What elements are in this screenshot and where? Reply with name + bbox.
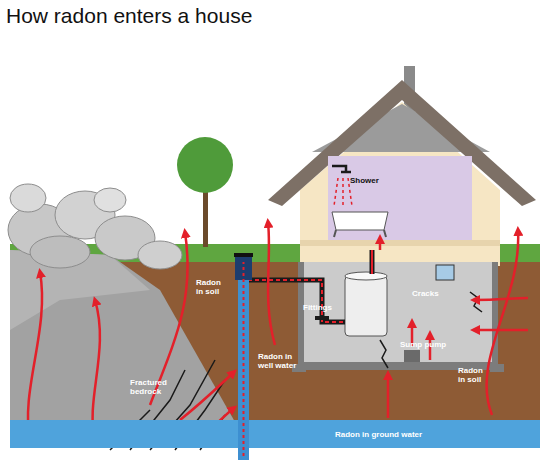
- water-heater-top: [345, 272, 387, 280]
- part-label: Sump pump: [400, 340, 460, 349]
- window: [436, 265, 454, 280]
- part-label: Fractured bedrock: [130, 378, 176, 396]
- well-pipe: [238, 262, 249, 460]
- part-label: Radon in soil: [196, 278, 226, 296]
- bedrock: [10, 250, 235, 422]
- bathtub-feet: [334, 230, 386, 237]
- radon-in-pipe: [248, 280, 345, 322]
- basement-wall: [298, 262, 498, 370]
- part-label: Cracks: [412, 289, 452, 298]
- radon-arrow: [487, 230, 519, 415]
- tree-trunk: [203, 185, 208, 247]
- diagram-title: How radon enters a house: [6, 4, 252, 28]
- part-label: Fittings: [303, 303, 343, 312]
- radon-in-hot-pipe: [371, 250, 373, 274]
- radon-arrow: [474, 329, 528, 332]
- sump-pump: [404, 350, 420, 362]
- water-pipe: [248, 280, 345, 322]
- radon-arrow: [180, 372, 234, 420]
- part-label: Radon in soil: [458, 366, 488, 384]
- radon-in-well: [243, 262, 245, 456]
- rock: [30, 236, 90, 268]
- bathtub: [332, 212, 388, 230]
- radon-arrows: [28, 222, 528, 440]
- crack: [380, 292, 482, 368]
- tree-canopy: [177, 137, 233, 193]
- radon-arrow: [93, 300, 100, 440]
- part-label: Radon in well water: [258, 352, 308, 370]
- well-head: [235, 256, 252, 280]
- part-label: Shower: [350, 176, 390, 185]
- basement: [304, 262, 492, 362]
- rock: [10, 184, 46, 212]
- rock: [138, 241, 182, 269]
- hot-pipe: [370, 250, 375, 274]
- band-label: Radon in ground water: [335, 430, 540, 439]
- ground-water-band: Radon in ground water: [10, 420, 540, 448]
- well-cap: [234, 253, 253, 257]
- rock: [94, 188, 126, 212]
- radon-arrow: [474, 298, 528, 300]
- radon-arrow: [28, 272, 42, 440]
- radon-arrow: [268, 222, 275, 345]
- shower-spray: [334, 178, 352, 206]
- shower-head: [332, 166, 351, 172]
- fitting: [315, 316, 329, 320]
- water-heater: [345, 276, 387, 336]
- house-wall: [300, 102, 500, 266]
- floor: [300, 240, 500, 246]
- radon-arrow: [379, 238, 382, 250]
- bathroom: [328, 156, 472, 240]
- footing: [490, 364, 504, 372]
- radon-arrow: [387, 374, 390, 418]
